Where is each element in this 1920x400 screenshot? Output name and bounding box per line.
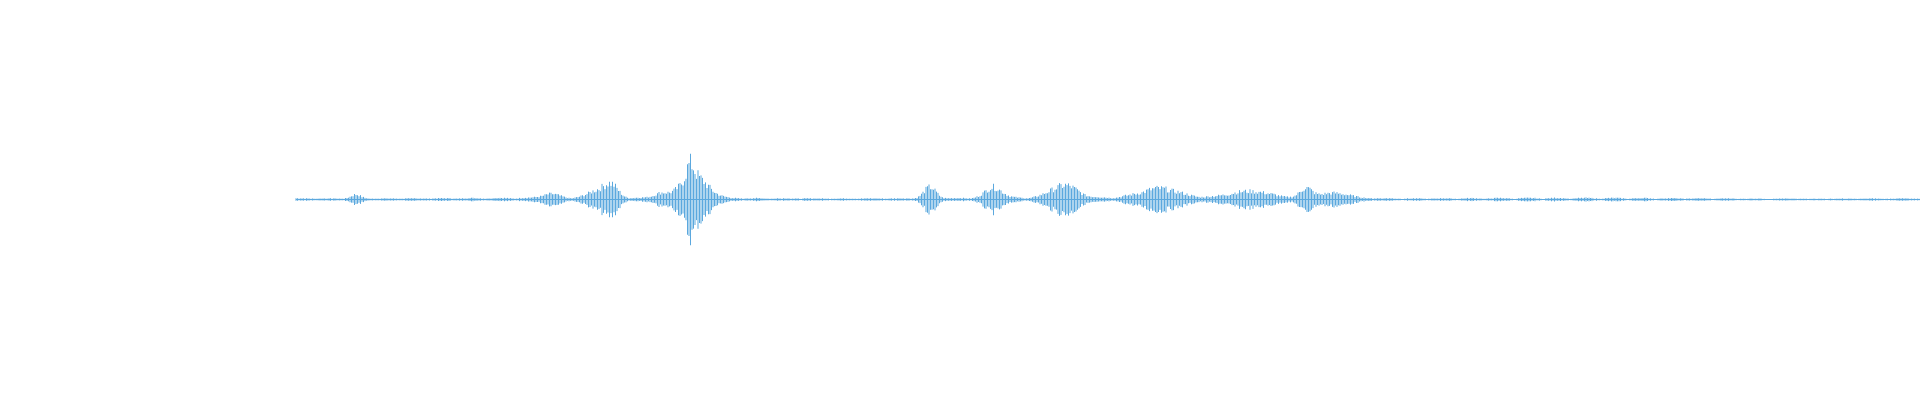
waveform-bars [295, 153, 1920, 246]
